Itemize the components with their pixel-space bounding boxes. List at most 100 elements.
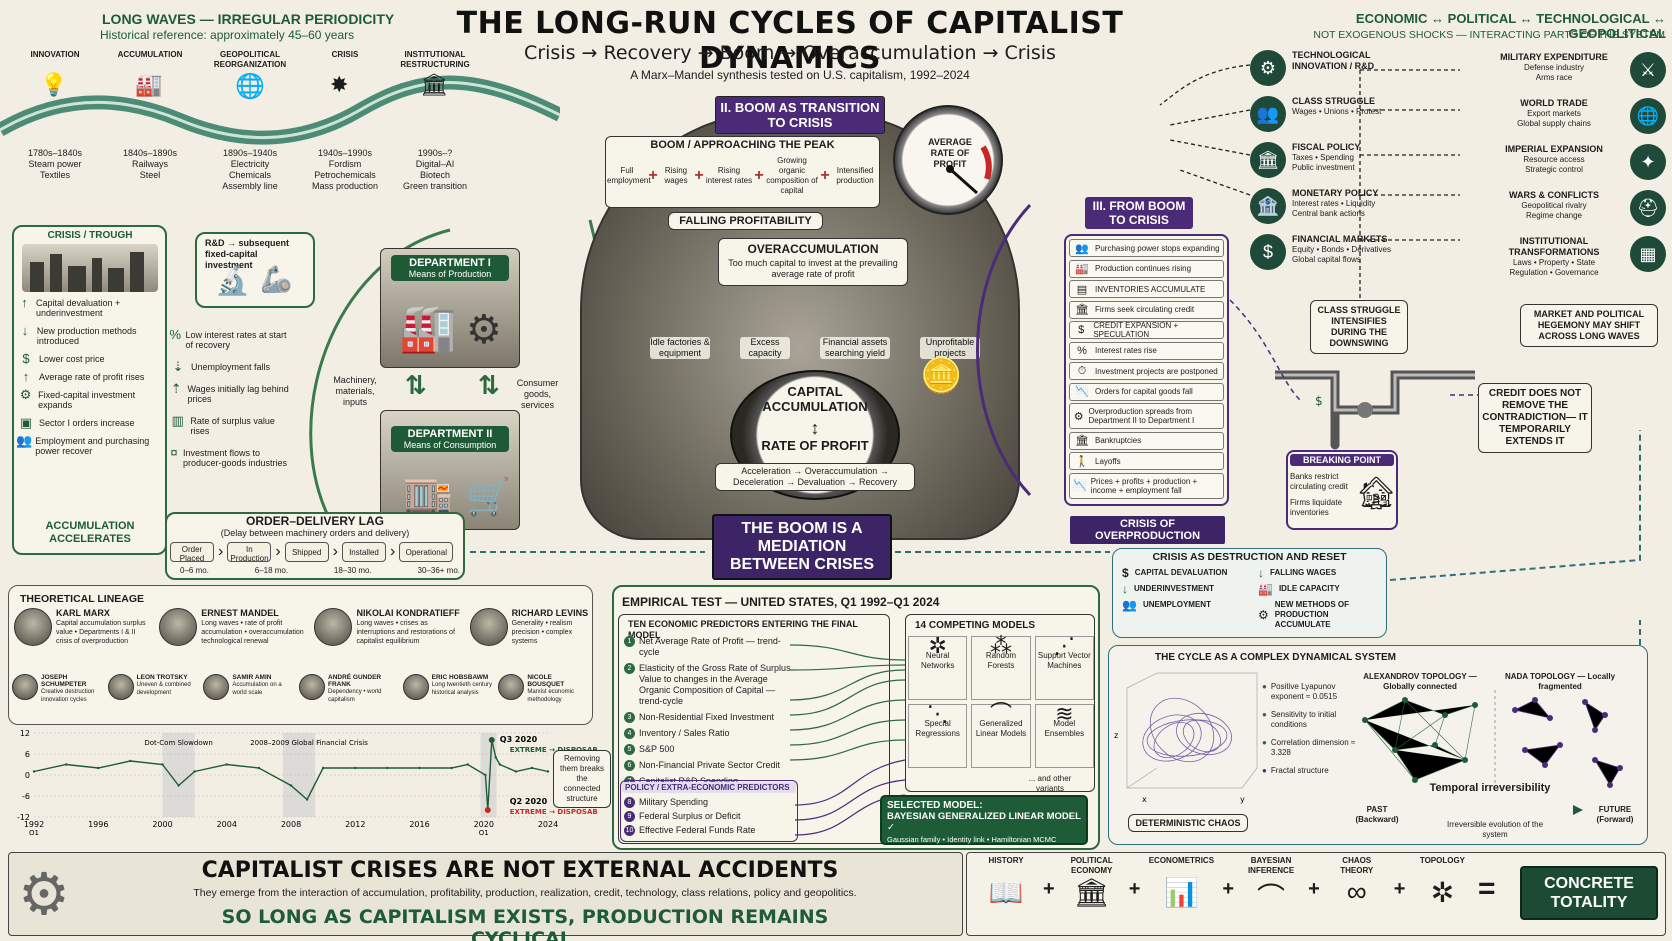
selected-model-box: SELECTED MODEL: BAYESIAN GENERALIZED LIN… [880, 795, 1088, 845]
predictor-label: Federal Surplus or Deficit [639, 811, 741, 821]
equation: HISTORY📖 + POLITICAL ECONOMY🏛 + ECONOMET… [975, 856, 1495, 916]
irreversible-label: Irreversible evolution of the system [1446, 820, 1544, 839]
step-arrow: › [218, 543, 224, 560]
bottom-band [8, 852, 963, 936]
people-icon: 👥 [1250, 96, 1286, 132]
destruction-left: $CAPITAL DEVALUATION ↓UNDERINVESTMENT 👥U… [1122, 567, 1242, 611]
chaos-fact-label: Sensitivity to initial conditions [1270, 710, 1337, 729]
bottom-headline: CAPITALIST CRISES ARE NOT EXTERNAL ACCID… [201, 858, 839, 883]
system-item-title: CLASS STRUGGLE [1292, 96, 1376, 106]
era-tech: Mass production [311, 181, 379, 191]
destruction-item: UNEMPLOYMENT [1142, 600, 1211, 609]
future-label: FUTURE (Forward) [1596, 805, 1634, 824]
ruins-illustration [22, 244, 158, 292]
network-icon: ✲ [928, 633, 947, 658]
destruction-panel [1112, 548, 1387, 638]
step-chip: Shipped [284, 542, 329, 562]
phase-label: CRISIS [331, 50, 359, 59]
phase-label: ACCUMULATION [117, 50, 183, 59]
theorist-desc: Capital accumulation surplus value • Dep… [56, 620, 146, 645]
system-item-desc: Geopolitical rivalry [1521, 201, 1587, 210]
x-tick-label: 2004 [217, 820, 237, 829]
bullet-icon: ● [1262, 738, 1267, 747]
system-item: ⚙ TECHNOLOGICAL INNOVATION / R&D [1250, 50, 1420, 92]
x-tick-label: 2016 [409, 820, 429, 829]
theorist-desc: Marxist economic methodology [527, 689, 575, 703]
eq-term: BAYESIAN INFERENCE⌒ [1240, 856, 1302, 916]
list-item: 👥Purchasing power stops expanding [1069, 239, 1224, 257]
chart-down-icon: 📉 [1075, 386, 1089, 398]
models-box [905, 614, 1095, 792]
list-item-label: New production methods introduced [36, 326, 137, 346]
theorist-name: NIKOLAI KONDRATIEFF [356, 608, 460, 618]
building-icon: ▦ [1630, 236, 1666, 272]
era-years: 1940s–1990s [317, 148, 373, 158]
list-item: ⚙Overproduction spreads from Department … [1069, 403, 1224, 429]
collapsed-factory-icon: 🏚 [1356, 475, 1397, 511]
predictor-number: 1 [624, 636, 635, 647]
eq-label: POLITICAL ECONOMY [1070, 856, 1113, 875]
breaking-point-title: BREAKING POINT [1290, 454, 1394, 466]
crisis-trough-title: CRISIS / TROUGH [47, 230, 133, 241]
arrow-up-icon: ↑ [22, 369, 30, 384]
destruction-item: NEW METHODS OF PRODUCTION ACCUMULATE [1274, 600, 1349, 629]
eq-label: TOPOLOGY [1419, 856, 1466, 865]
finance-icon: $ [1250, 234, 1286, 270]
data-point [177, 784, 180, 787]
list-item: ⇣Unemployment falls [168, 360, 293, 373]
data-point [321, 766, 325, 770]
dollar-icon: $ [1078, 324, 1085, 336]
symptoms: Idle factories & equipment Excess capaci… [650, 337, 980, 359]
system-item-desc: Regulation • Governance [1509, 268, 1599, 277]
list-item: ▥Rate of surplus value rises [168, 414, 293, 436]
theorist-desc: Dependency • world capitalism [328, 689, 382, 703]
era-tech: Steam power [28, 159, 82, 169]
explosion-icon: ✸ [330, 72, 349, 97]
bell-curve-icon: ⌒ [1257, 882, 1286, 913]
model-label: Support Vector Machines [1037, 651, 1091, 670]
data-point [354, 766, 357, 770]
department-ii-title: DEPARTMENT II Means of Consumption [391, 426, 509, 452]
system-item-title: IMPERIAL EXPANSION [1505, 144, 1603, 154]
list-item: ↓New production methods introduced [16, 324, 166, 346]
theorist-name: ERIC HOBSBAWM [431, 674, 489, 681]
list-item-label: CREDIT EXPANSION + SPECULATION [1093, 321, 1179, 339]
chaos-title: THE CYCLE AS A COMPLEX DYNAMICAL SYSTEM [1155, 652, 1396, 663]
center-capital: CAPITAL ACCUMULATION [762, 384, 868, 414]
lag-time: 6–18 mo. [254, 566, 289, 575]
system-item-title: MILITARY EXPENDITURE [1500, 52, 1608, 62]
predictor-number: 10 [624, 825, 635, 836]
theorist-desc: Long twentieth century historical analys… [431, 682, 493, 696]
list-item-label: Purchasing power stops expanding [1095, 243, 1220, 253]
system-item-desc: Interest rates • Liquidity [1292, 199, 1376, 208]
cycle-line: Deceleration → Devaluation → Recovery [732, 477, 898, 487]
era-years: 1780s–1840s [27, 148, 83, 158]
predictor-flow-lines [790, 644, 906, 836]
soldier-icon: ⚔ [1630, 52, 1666, 88]
plus-icon: + [694, 167, 704, 184]
credit-note: CREDIT DOES NOT REMOVE THE CONTRADICTION… [1478, 383, 1592, 453]
bullet-icon: ● [1262, 766, 1267, 775]
department-ii-label: DEPARTMENT II [407, 428, 493, 440]
system-item-desc: Laws • Property • State [1512, 258, 1596, 267]
predictor-number: 6 [624, 760, 635, 771]
chaos-fact: ●Correlation dimension ≈ 3.328 [1262, 738, 1357, 758]
accumulation-accelerates: ACCUMULATION ACCELERATES [45, 520, 135, 545]
chaos-fact: ●Fractal structure [1262, 766, 1357, 776]
network-icon: ✲ [1430, 877, 1455, 908]
list-item-label: Overproduction spreads from Department I… [1088, 407, 1195, 425]
x-start-label: Q1 [29, 829, 39, 835]
x-tick-label: 2008 [281, 820, 301, 829]
schumpeter-portrait [12, 674, 38, 700]
department-ii-panel: DEPARTMENT II Means of Consumption 🏬 🛒 [380, 410, 520, 530]
gear-icon: ⚙ [1258, 608, 1269, 622]
